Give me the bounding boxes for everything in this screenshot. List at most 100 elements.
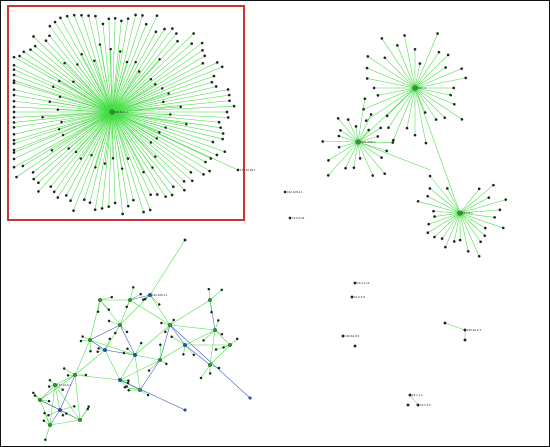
star-leaf-node[interactable]	[52, 190, 56, 194]
star-leaf-node[interactable]	[59, 16, 62, 20]
star-leaf-node[interactable]	[226, 88, 230, 91]
star-leaf-node[interactable]	[155, 14, 159, 18]
star-leaf-node[interactable]	[72, 209, 75, 213]
leaf-node[interactable]	[366, 55, 370, 58]
mesh-node[interactable]	[88, 338, 92, 342]
star-leaf-node[interactable]	[37, 181, 40, 185]
star-leaf-node[interactable]	[200, 41, 204, 45]
isolated-node[interactable]	[416, 403, 420, 407]
mesh-node[interactable]	[133, 353, 137, 357]
star-leaf-node[interactable]	[189, 170, 193, 174]
mesh-node[interactable]	[138, 388, 142, 392]
star-leaf-node[interactable]	[12, 116, 16, 119]
leaf-node[interactable]	[492, 183, 495, 187]
star-leaf-node[interactable]	[41, 115, 44, 119]
star-leaf-node[interactable]	[113, 201, 117, 205]
leaf-node[interactable]	[369, 113, 373, 116]
leaf-node[interactable]	[380, 156, 383, 160]
star-leaf-node[interactable]	[31, 171, 35, 174]
star-leaf-node[interactable]	[126, 17, 130, 21]
leaf-node[interactable]	[339, 129, 342, 132]
mesh-node[interactable]	[53, 383, 57, 387]
star-leaf-node[interactable]	[121, 212, 124, 216]
mesh-node[interactable]	[103, 348, 107, 352]
leaf-node[interactable]	[354, 125, 358, 128]
star-leaf-node[interactable]	[50, 149, 54, 152]
leaf-node[interactable]	[61, 388, 64, 392]
mesh-node[interactable]	[48, 423, 52, 427]
leaf-node[interactable]	[139, 341, 143, 345]
star-leaf-node[interactable]	[219, 126, 223, 130]
isolated-node[interactable]	[288, 216, 292, 220]
star-leaf-node[interactable]	[170, 193, 174, 197]
leaf-node[interactable]	[199, 376, 203, 380]
star-leaf-node[interactable]	[12, 165, 16, 169]
mesh-node[interactable]	[98, 298, 102, 302]
isolated-node[interactable]	[463, 328, 467, 332]
leaf-node[interactable]	[159, 343, 162, 347]
star-leaf-node[interactable]	[22, 50, 26, 54]
star-leaf-node[interactable]	[167, 92, 170, 95]
leaf-node[interactable]	[66, 374, 70, 377]
leaf-node[interactable]	[436, 32, 439, 35]
leaf-node[interactable]	[487, 196, 491, 200]
leaf-node[interactable]	[32, 391, 35, 395]
leaf-node[interactable]	[110, 295, 113, 299]
leaf-node[interactable]	[493, 216, 496, 219]
star-leaf-node[interactable]	[215, 153, 219, 157]
leaf-node[interactable]	[460, 118, 464, 121]
leaf-node[interactable]	[501, 226, 505, 230]
leaf-node[interactable]	[127, 379, 130, 382]
isolated-node[interactable]	[350, 295, 354, 299]
star-leaf-node[interactable]	[12, 132, 16, 136]
leaf-node[interactable]	[426, 194, 430, 198]
isolated-node[interactable]	[353, 281, 357, 285]
leaf-node[interactable]	[477, 254, 481, 258]
leaf-node[interactable]	[79, 339, 83, 343]
leaf-node[interactable]	[47, 399, 51, 403]
star-leaf-node[interactable]	[158, 131, 161, 134]
leaf-node[interactable]	[437, 50, 441, 54]
star-leaf-node[interactable]	[182, 179, 186, 183]
star-leaf-node[interactable]	[170, 27, 174, 30]
leaf-node[interactable]	[217, 366, 221, 370]
star-leaf-node[interactable]	[210, 80, 214, 84]
leaf-node[interactable]	[395, 44, 399, 47]
star-leaf-node[interactable]	[94, 166, 97, 169]
star-leaf-node[interactable]	[93, 59, 96, 63]
star-leaf-node[interactable]	[90, 153, 93, 157]
leaf-node[interactable]	[385, 149, 389, 153]
leaf-node[interactable]	[460, 67, 464, 71]
star-leaf-node[interactable]	[72, 13, 76, 17]
leaf-node[interactable]	[33, 394, 37, 397]
leaf-node[interactable]	[337, 134, 341, 138]
star-leaf-node[interactable]	[32, 35, 35, 38]
star-leaf-node[interactable]	[160, 87, 164, 90]
leaf-node[interactable]	[376, 94, 380, 97]
leaf-node[interactable]	[387, 126, 390, 130]
leaf-node[interactable]	[380, 37, 384, 40]
star-leaf-node[interactable]	[18, 54, 21, 58]
leaf-node[interactable]	[426, 231, 430, 235]
leaf-node[interactable]	[443, 116, 447, 120]
star-leaf-node[interactable]	[58, 95, 62, 99]
leaf-node[interactable]	[143, 297, 147, 301]
mesh-node[interactable]	[168, 323, 172, 327]
leaf-node[interactable]	[220, 288, 223, 292]
leaf-node[interactable]	[466, 249, 470, 253]
leaf-node[interactable]	[96, 350, 99, 354]
star-leaf-node[interactable]	[12, 79, 16, 83]
leaf-node[interactable]	[483, 226, 487, 230]
leaf-node[interactable]	[433, 215, 436, 218]
star-leaf-node[interactable]	[220, 65, 224, 69]
star-leaf-node[interactable]	[155, 193, 159, 196]
star-leaf-node[interactable]	[203, 54, 207, 58]
star-leaf-node[interactable]	[217, 120, 221, 124]
star-leaf-node[interactable]	[12, 105, 16, 109]
star-leaf-node[interactable]	[32, 177, 36, 181]
leaf-node[interactable]	[126, 381, 130, 385]
leaf-node[interactable]	[337, 145, 341, 149]
star-leaf-node[interactable]	[163, 27, 166, 31]
star-leaf-node[interactable]	[56, 196, 60, 199]
star-leaf-node[interactable]	[58, 79, 61, 83]
